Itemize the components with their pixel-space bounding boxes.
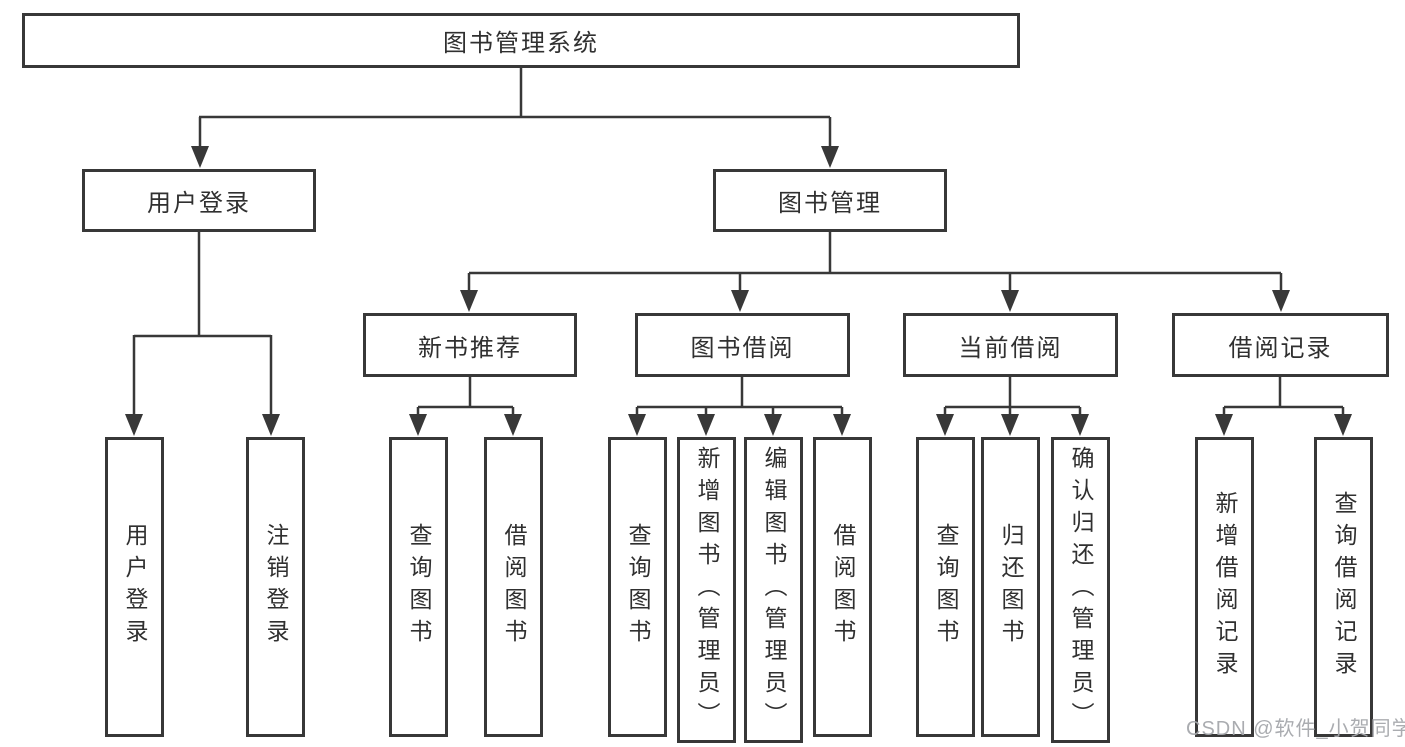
node-new-book-recommend: 新书推荐 bbox=[363, 313, 577, 377]
leaf-query-books-borrow-label: 查询图书 bbox=[625, 523, 651, 651]
leaf-borrow-books: 借阅图书 bbox=[813, 437, 872, 737]
leaf-query-borrow-record: 查询借阅记录 bbox=[1314, 437, 1373, 737]
leaf-edit-book-admin-label: 编辑图书（管理员） bbox=[761, 446, 787, 734]
leaf-borrow-books-label: 借阅图书 bbox=[830, 523, 856, 651]
leaf-query-books-recommend-label: 查询图书 bbox=[406, 523, 432, 651]
node-root: 图书管理系统 bbox=[22, 13, 1020, 68]
leaf-query-borrow-record-label: 查询借阅记录 bbox=[1331, 491, 1357, 683]
node-current-borrowing-label: 当前借阅 bbox=[958, 334, 1063, 362]
leaf-query-books-borrow: 查询图书 bbox=[608, 437, 667, 737]
leaf-add-book-admin: 新增图书（管理员） bbox=[677, 437, 736, 743]
leaf-logout: 注销登录 bbox=[246, 437, 305, 737]
csdn-watermark: CSDN @软件_小贺同学 bbox=[1186, 718, 1405, 740]
node-user-login-label: 用户登录 bbox=[147, 190, 251, 217]
leaf-user-login-label: 用户登录 bbox=[122, 523, 148, 651]
leaf-confirm-return-admin-label: 确认归还（管理员） bbox=[1068, 446, 1094, 734]
leaf-query-books-current: 查询图书 bbox=[916, 437, 975, 737]
node-user-login: 用户登录 bbox=[82, 169, 316, 232]
node-current-borrowing: 当前借阅 bbox=[903, 313, 1118, 377]
leaf-query-books-current-label: 查询图书 bbox=[933, 523, 959, 651]
node-root-label: 图书管理系统 bbox=[443, 30, 599, 57]
node-borrowing-records: 借阅记录 bbox=[1172, 313, 1389, 377]
node-borrowing-records-label: 借阅记录 bbox=[1228, 334, 1333, 362]
node-book-borrowing: 图书借阅 bbox=[635, 313, 850, 377]
leaf-borrow-books-recommend-label: 借阅图书 bbox=[501, 523, 527, 651]
leaf-add-borrow-record-label: 新增借阅记录 bbox=[1212, 491, 1238, 683]
leaf-add-borrow-record: 新增借阅记录 bbox=[1195, 437, 1254, 737]
leaf-borrow-books-recommend: 借阅图书 bbox=[484, 437, 543, 737]
node-book-borrowing-label: 图书借阅 bbox=[690, 334, 795, 362]
leaf-add-book-admin-label: 新增图书（管理员） bbox=[694, 446, 720, 734]
node-book-management: 图书管理 bbox=[713, 169, 947, 232]
leaf-edit-book-admin: 编辑图书（管理员） bbox=[744, 437, 803, 743]
node-book-management-label: 图书管理 bbox=[778, 190, 882, 217]
leaf-return-book-label: 归还图书 bbox=[998, 523, 1024, 651]
leaf-query-books-recommend: 查询图书 bbox=[389, 437, 448, 737]
leaf-logout-label: 注销登录 bbox=[263, 523, 289, 651]
leaf-user-login: 用户登录 bbox=[105, 437, 164, 737]
leaf-confirm-return-admin: 确认归还（管理员） bbox=[1051, 437, 1110, 743]
leaf-return-book: 归还图书 bbox=[981, 437, 1040, 737]
node-new-book-recommend-label: 新书推荐 bbox=[418, 334, 522, 362]
